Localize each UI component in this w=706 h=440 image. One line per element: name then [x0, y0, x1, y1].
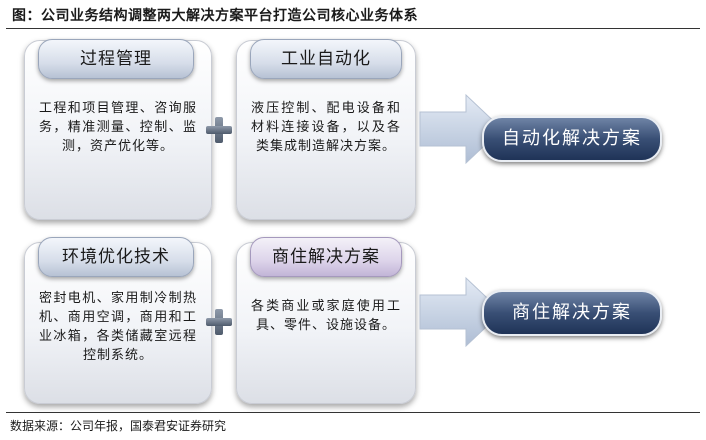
card-text: 工程和项目管理、咨询服务，精准测量、控制、监测，资产优化等。 [39, 101, 197, 154]
arrow-right-icon [419, 276, 503, 348]
tab-process-management: 过程管理 [38, 39, 194, 79]
figure-title: 图：公司业务结构调整两大解决方案平台打造公司核心业务体系 [12, 8, 418, 24]
result-residential-solution: 商住解决方案 [482, 290, 662, 336]
tab-residential-commercial: 商住解决方案 [250, 237, 402, 277]
bottom-rule [6, 412, 700, 413]
tab-industrial-automation: 工业自动化 [250, 39, 402, 79]
tab-environmental-optimization: 环境优化技术 [38, 237, 194, 277]
top-rule [6, 28, 700, 29]
result-automation-solution: 自动化解决方案 [482, 116, 662, 162]
card-text: 密封电机、家用制冷制热机、商用空调，商用和工业冰箱，各类储藏室远程控制系统。 [39, 291, 197, 363]
plus-icon [206, 117, 232, 143]
card-text: 液压控制、配电设备和材料连接设备，以及各类集成制造解决方案。 [251, 101, 401, 154]
source-note: 数据来源：公司年报，国泰君安证券研究 [10, 419, 227, 433]
card-text: 各类商业或家庭使用工具、零件、设施设备。 [251, 299, 401, 333]
plus-icon [206, 309, 232, 335]
